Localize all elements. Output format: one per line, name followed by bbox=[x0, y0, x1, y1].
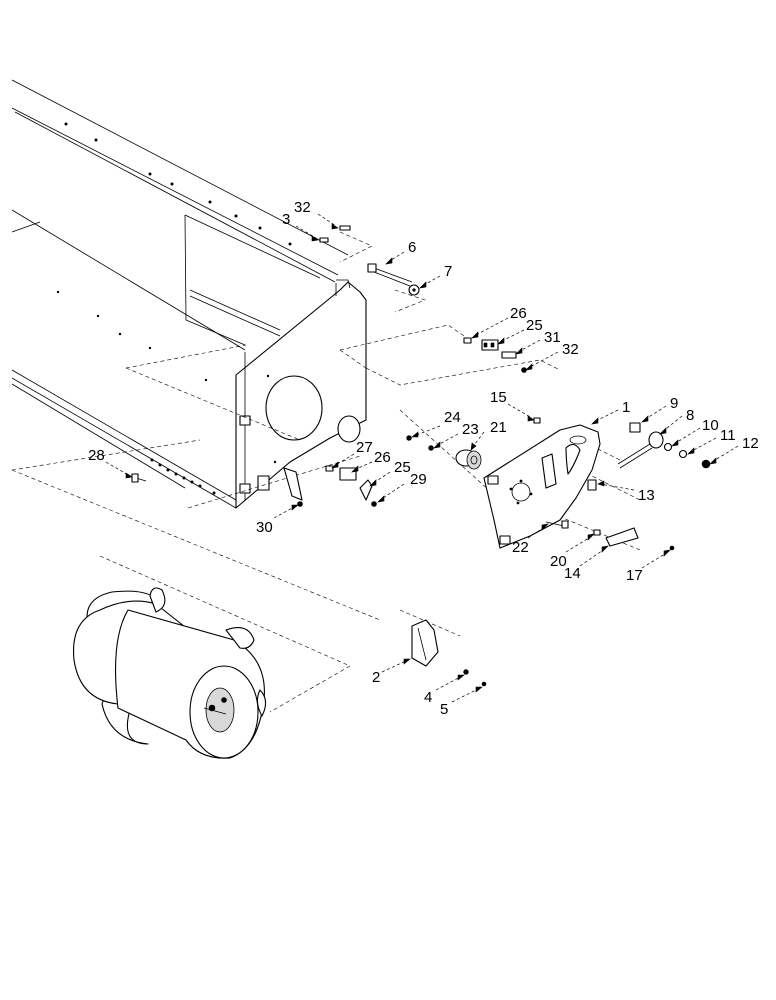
rod bbox=[617, 443, 651, 465]
callout-13: 13 bbox=[638, 487, 655, 504]
bolt-21 bbox=[545, 520, 569, 529]
rail-holes bbox=[56, 122, 292, 495]
callout-25-lower: 26 bbox=[374, 449, 391, 466]
housing-clip bbox=[257, 475, 270, 491]
callout-4: 4 bbox=[424, 689, 432, 706]
callout-23: 24 bbox=[444, 409, 461, 426]
clip-24 bbox=[359, 479, 373, 501]
hardware-pieces bbox=[131, 225, 711, 687]
callout-19: 20 bbox=[550, 553, 567, 570]
callout-12: 12 bbox=[742, 435, 759, 452]
housing-bracket bbox=[283, 467, 303, 501]
bolt-5 bbox=[481, 681, 487, 687]
callout-5: 5 bbox=[440, 701, 448, 718]
plate-arc-slot bbox=[565, 443, 581, 475]
callout-29: 30 bbox=[256, 519, 273, 536]
callout-25-upper: 25 bbox=[526, 317, 543, 334]
bearing-flange bbox=[455, 449, 482, 470]
housing-block-lower bbox=[239, 483, 251, 494]
spacer bbox=[587, 479, 597, 491]
washer-11 bbox=[678, 449, 688, 459]
nut-4 bbox=[463, 669, 469, 675]
pin-26-upper bbox=[463, 337, 472, 344]
callout-17: 17 bbox=[626, 567, 643, 584]
callout-24: 25 bbox=[394, 459, 411, 476]
nut-23 bbox=[406, 435, 412, 441]
drain-opening bbox=[337, 415, 361, 443]
auger-opening bbox=[265, 375, 323, 441]
callout-31: 32 bbox=[294, 199, 311, 216]
handle-14 bbox=[605, 527, 639, 547]
callout-26-upper: 26 bbox=[510, 305, 527, 322]
callout-28: 29 bbox=[410, 471, 427, 488]
callout-30: 31 bbox=[544, 329, 561, 346]
nut-28 bbox=[371, 501, 377, 507]
callout-7: 7 bbox=[444, 263, 452, 280]
auger-drum bbox=[72, 587, 267, 759]
bolt-15 bbox=[533, 417, 541, 424]
pin-26-lower bbox=[325, 465, 334, 472]
bolt-27 bbox=[131, 473, 147, 483]
pin-19 bbox=[593, 529, 601, 536]
washer-10 bbox=[663, 442, 673, 452]
callout-leaders bbox=[105, 213, 739, 703]
block-25-lower bbox=[339, 467, 357, 481]
sleeve-9 bbox=[629, 422, 641, 433]
bushing-8 bbox=[648, 431, 664, 449]
bolt-31 bbox=[339, 225, 351, 231]
callout-11: 11 bbox=[720, 427, 736, 444]
callout-3: 3 bbox=[282, 211, 290, 228]
callout-26-lower: 27 bbox=[356, 439, 373, 456]
callout-20: 21 bbox=[490, 419, 507, 436]
callout-10: 10 bbox=[702, 417, 719, 434]
callout-15: 15 bbox=[490, 389, 507, 406]
callout-6: 6 bbox=[408, 239, 416, 256]
plate-30 bbox=[501, 351, 517, 359]
callout-2: 2 bbox=[372, 669, 380, 686]
auger-housing-frame bbox=[11, 79, 367, 509]
callout-labels: 32 3 6 7 26 25 31 32 15 1 9 8 10 11 12 1… bbox=[88, 199, 759, 718]
nut-12 bbox=[701, 459, 711, 469]
callout-22: 23 bbox=[462, 421, 479, 438]
callout-21: 22 bbox=[512, 539, 529, 556]
long-bolt-6 bbox=[367, 263, 413, 287]
nut-29 bbox=[297, 501, 303, 507]
drive-plate-assembly bbox=[455, 424, 601, 549]
callout-32: 32 bbox=[562, 341, 579, 358]
plate-slot bbox=[541, 453, 557, 489]
callout-27: 28 bbox=[88, 447, 105, 464]
washer-22 bbox=[428, 445, 434, 451]
callout-1: 1 bbox=[622, 399, 630, 416]
nut-17 bbox=[669, 545, 675, 551]
callout-14: 14 bbox=[564, 565, 581, 582]
housing-block-upper bbox=[239, 415, 251, 426]
callout-8: 8 bbox=[686, 407, 694, 424]
bolt-3 bbox=[319, 237, 329, 243]
block-25-upper bbox=[481, 339, 499, 351]
bracket-2 bbox=[411, 619, 439, 667]
assembly-guide-lines bbox=[11, 231, 641, 713]
callout-9: 9 bbox=[670, 395, 678, 412]
